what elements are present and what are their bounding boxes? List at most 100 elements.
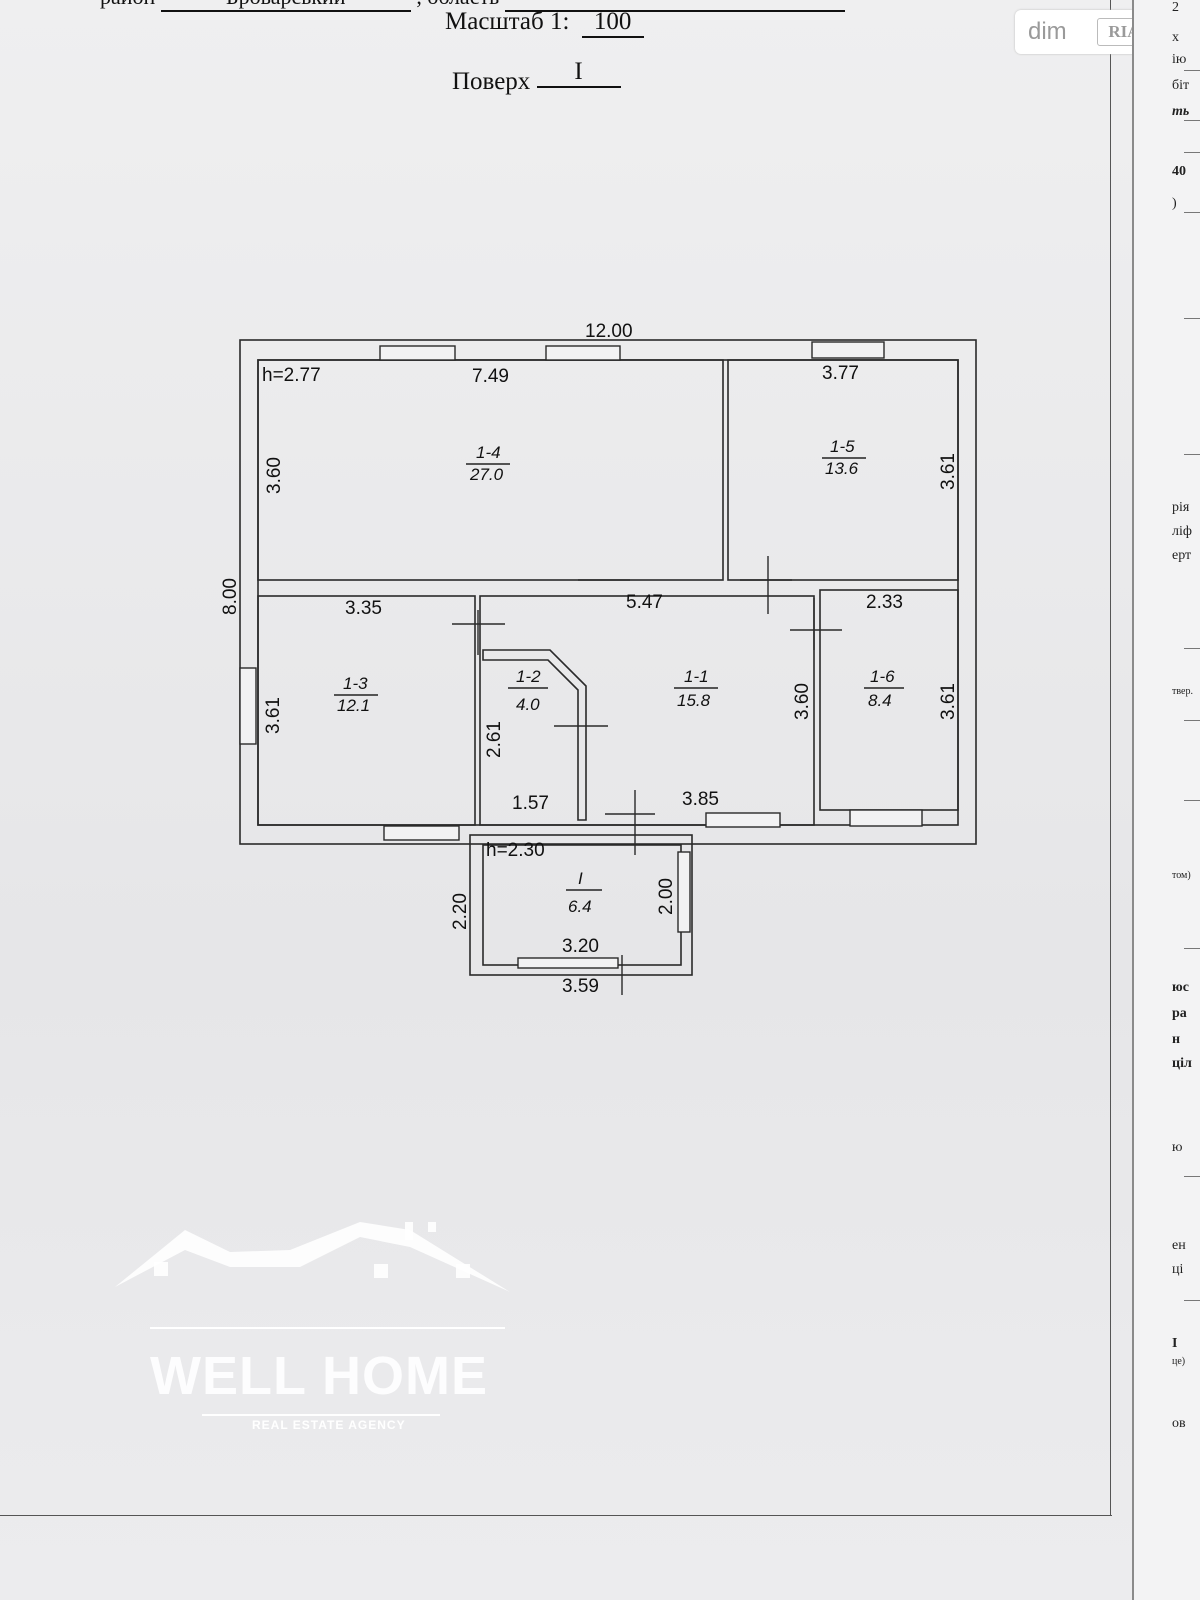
porch-right-dim: 2.00 — [656, 878, 677, 915]
height-main-label: h=2.77 — [262, 365, 321, 386]
window-top-3 — [811, 341, 885, 359]
window-porch-bottom — [517, 957, 619, 969]
room-1-3-height: 3.61 — [263, 697, 284, 734]
room-1-2-id: 1-2 — [516, 667, 541, 686]
room-1-4-width: 7.49 — [472, 366, 509, 387]
outer-wall-outer — [239, 339, 977, 845]
room-1-6-area: 8.4 — [868, 691, 892, 710]
overall-width-label: 12.00 — [585, 321, 633, 342]
room-1-5-id: 1-5 — [830, 437, 855, 456]
porch-left-dim: 2.20 — [450, 893, 471, 930]
edge-fragment: ціл — [1172, 1056, 1192, 1071]
room-1-3-area: 12.1 — [337, 696, 370, 715]
edge-rule — [1184, 800, 1200, 801]
porch-inner-dim: 3.20 — [562, 936, 599, 957]
window-bottom-2 — [705, 812, 781, 828]
room-1-4-area: 27.0 — [469, 465, 504, 484]
agency-subtitle: REAL ESTATE AGENCY — [252, 1418, 406, 1432]
floor-value: I — [536, 58, 621, 88]
room-1-1-height: 3.60 — [792, 683, 813, 720]
edge-rule — [1184, 152, 1200, 153]
porch-outer-dim: 3.59 — [562, 976, 599, 997]
edge-fragment: ра — [1172, 1006, 1187, 1021]
edge-fragment: 40 — [1172, 164, 1186, 179]
room-1-1-bottom: 3.85 — [682, 789, 719, 810]
window-porch-right — [677, 851, 691, 933]
porch-outline-outer — [469, 834, 693, 976]
edge-fragment: біт — [1172, 78, 1190, 93]
scale-label: Масштаб 1: — [445, 8, 570, 35]
next-page-edge: 2 х ію біт ть 40 ) рія ліф ерт твер. том… — [1132, 0, 1200, 1600]
porch-id: I — [578, 869, 583, 888]
edge-rule — [1184, 948, 1200, 949]
edge-fragment: ці — [1172, 1262, 1184, 1277]
room-1-2-height: 2.61 — [484, 721, 505, 758]
room-1-4-height: 3.60 — [264, 457, 285, 494]
edge-rule — [1184, 648, 1200, 649]
room-1-3-outline — [257, 595, 476, 826]
edge-rule — [1184, 318, 1200, 319]
edge-fragment: юс — [1172, 980, 1189, 995]
room-1-1-width: 5.47 — [626, 592, 663, 613]
edge-rule — [1184, 1300, 1200, 1301]
frame-bottom-line — [0, 1515, 1112, 1516]
room-1-6-height: 3.61 — [938, 683, 959, 720]
scale-line: Масштаб 1: 100 — [445, 8, 644, 38]
floor-line: Поверх I — [452, 58, 621, 98]
edge-fragment: ) — [1172, 196, 1177, 211]
edge-rule — [1184, 70, 1200, 71]
scale-value: 100 — [581, 8, 644, 38]
edge-fragment: це) — [1172, 1356, 1186, 1367]
room-1-5-width: 3.77 — [822, 363, 859, 384]
room-1-3-id: 1-3 — [343, 674, 368, 693]
cut-header-line: район Броварський , область — [100, 0, 845, 12]
room-1-5-area: 13.6 — [825, 459, 859, 478]
well-home-logo — [115, 1222, 510, 1416]
edge-fragment: рія — [1172, 500, 1190, 515]
edge-fragment: 2 — [1172, 0, 1179, 15]
frame-line — [1110, 0, 1111, 1515]
window-bottom-1 — [383, 825, 460, 841]
dimria-site: dim — [1028, 18, 1067, 45]
room-1-2-partition — [482, 649, 587, 821]
room-1-2-width: 1.57 — [512, 793, 549, 814]
window-top-1 — [379, 345, 456, 361]
cut-header-region-label: , область — [416, 0, 499, 9]
edge-fragment: ю — [1172, 1140, 1183, 1155]
edge-rule — [1184, 212, 1200, 213]
agency-name: WELL HOME — [150, 1346, 488, 1406]
edge-rule — [1184, 1176, 1200, 1177]
overall-depth-label: 8.00 — [220, 578, 241, 615]
room-1-4-id: 1-4 — [476, 443, 501, 462]
window-bottom-3 — [849, 809, 923, 827]
edge-fragment: н — [1172, 1032, 1181, 1047]
room-1-6-id: 1-6 — [870, 667, 895, 686]
window-top-2 — [545, 345, 621, 361]
room-1-6-width: 2.33 — [866, 592, 903, 613]
window-left — [239, 667, 257, 745]
edge-fragment: ерт — [1172, 548, 1192, 563]
room-1-5-outline — [727, 359, 959, 581]
edge-fragment: ліф — [1172, 524, 1192, 539]
edge-rule — [1184, 120, 1200, 121]
height-porch-label: h=2.30 — [486, 840, 545, 861]
cut-header-district-label: район — [100, 0, 155, 9]
porch-area: 6.4 — [568, 897, 592, 916]
room-1-3-width: 3.35 — [345, 598, 382, 619]
edge-fragment: том) — [1172, 870, 1191, 881]
room-1-1-id: 1-1 — [684, 667, 709, 686]
room-1-1-area: 15.8 — [677, 691, 711, 710]
room-1-2-area: 4.0 — [516, 695, 540, 714]
edge-fragment: ію — [1172, 52, 1187, 67]
room-1-5-height: 3.61 — [938, 453, 959, 490]
room-1-4-outline — [257, 359, 724, 581]
outer-wall-inner — [257, 359, 959, 826]
room-1-1-outline — [479, 595, 815, 826]
floor-label: Поверх — [452, 68, 531, 95]
edge-fragment: І — [1172, 1336, 1178, 1351]
edge-fragment: ть — [1172, 104, 1190, 119]
edge-fragment: ен — [1172, 1238, 1186, 1253]
edge-fragment: х — [1172, 30, 1179, 45]
edge-fragment: твер. — [1172, 686, 1193, 697]
